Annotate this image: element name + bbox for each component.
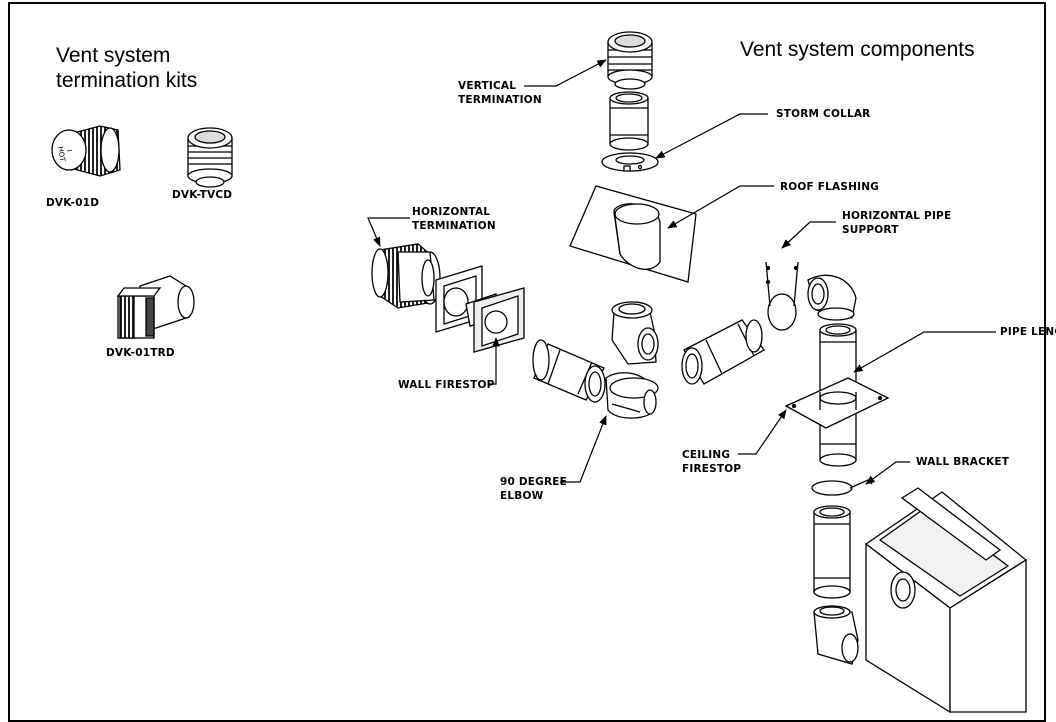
horizontal-pipe-right bbox=[681, 319, 765, 385]
components-heading: Vent system components bbox=[740, 38, 975, 61]
dvk-01d-cap: I HOT bbox=[51, 125, 121, 177]
tee-elbow bbox=[611, 301, 659, 365]
horizontal-pipe-support bbox=[765, 261, 799, 331]
storm-collar bbox=[601, 152, 659, 172]
label-roof-flashing: ROOF FLASHING bbox=[780, 181, 880, 193]
label-vertical-termination-2: TERMINATION bbox=[458, 94, 542, 106]
cap-text-2: HOT bbox=[56, 146, 67, 163]
dvk-tvcd-cap bbox=[187, 127, 233, 188]
cap-text-1: I bbox=[65, 149, 73, 152]
dvk-01trd-cap bbox=[116, 275, 195, 339]
label-wall-bracket: WALL BRACKET bbox=[916, 456, 1010, 468]
appliance-box bbox=[864, 487, 1028, 713]
label-pipe-length: PIPE LENGTH bbox=[1000, 326, 1056, 338]
label-storm-collar: STORM COLLAR bbox=[776, 108, 871, 120]
label-horizontal-termination-2: TERMINATION bbox=[412, 220, 496, 232]
label-horizontal-pipe-support-2: SUPPORT bbox=[842, 224, 899, 236]
label-dvk-tvcd: DVK-TVCD bbox=[172, 189, 233, 201]
label-horizontal-termination-1: HORIZONTAL bbox=[412, 206, 491, 218]
label-horizontal-pipe-support-1: HORIZONTAL PIPE bbox=[842, 210, 952, 222]
label-dvk-01d: DVK-01D bbox=[46, 197, 100, 209]
leader-lines bbox=[367, 59, 996, 485]
wall-firestop bbox=[435, 265, 525, 353]
ceiling-firestop bbox=[784, 377, 890, 429]
label-wall-firestop: WALL FIRESTOP bbox=[398, 379, 495, 391]
wall-bracket bbox=[811, 479, 873, 496]
kits-heading-line1: Vent system bbox=[56, 44, 171, 67]
horizontal-pipe-left bbox=[532, 339, 606, 403]
horizontal-termination bbox=[371, 243, 441, 309]
label-ceiling-firestop-2: FIRESTOP bbox=[682, 463, 742, 475]
vertical-pipe-section bbox=[609, 91, 649, 151]
lower-elbow bbox=[813, 605, 859, 665]
vertical-termination bbox=[607, 31, 653, 90]
upper-right-elbow bbox=[807, 274, 857, 321]
roof-flashing bbox=[569, 185, 697, 283]
label-vertical-termination-1: VERTICAL bbox=[458, 80, 517, 92]
label-ceiling-firestop-1: CEILING bbox=[682, 449, 731, 461]
elbow-90-degree bbox=[605, 372, 659, 419]
kits-heading-line2: termination kits bbox=[56, 69, 198, 92]
label-elbow-1: 90 DEGREE bbox=[500, 476, 568, 488]
label-elbow-2: ELBOW bbox=[500, 490, 544, 502]
lower-pipe bbox=[813, 505, 851, 599]
label-dvk-01trd: DVK-01TRD bbox=[106, 347, 175, 359]
